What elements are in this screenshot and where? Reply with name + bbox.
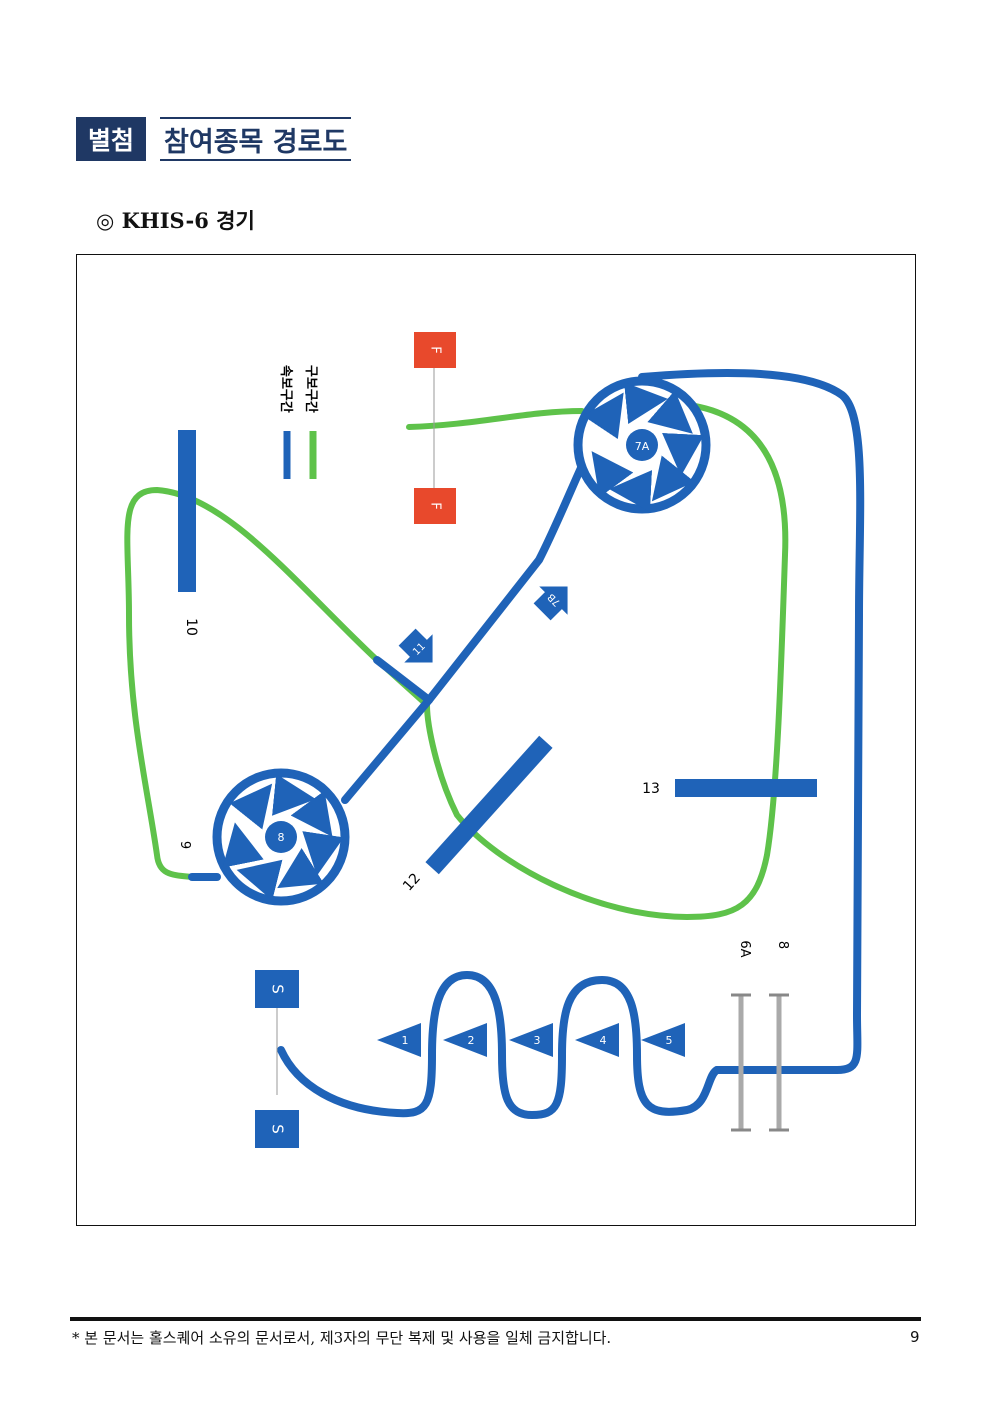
cone-2-label: 2 (468, 1034, 475, 1047)
pole-6a (731, 993, 751, 1132)
course-diagram: 7A 8 10 12 13 7B (124, 332, 865, 1148)
blue-route-outer (638, 369, 865, 1074)
cone-1: 1 (377, 1023, 421, 1057)
course-diagram-frame: 7A 8 10 12 13 7B (76, 254, 916, 1226)
cone-3: 3 (509, 1023, 553, 1057)
footer-divider (70, 1317, 921, 1321)
section-header: 별첨 참여종목 경로도 (76, 117, 352, 161)
cone-2: 2 (443, 1023, 487, 1057)
circle-8-label: 8 (278, 831, 285, 844)
cone-4-label: 4 (600, 1034, 607, 1047)
page-number: 9 (910, 1328, 920, 1346)
circle-8: 8 (212, 768, 350, 906)
label-9: 9 (177, 841, 192, 849)
cone-5-label: 5 (666, 1034, 673, 1047)
finish-flag-bottom-label: F (428, 502, 443, 509)
cone-3-label: 3 (534, 1034, 541, 1047)
appendix-badge: 별첨 (76, 117, 147, 161)
pole-8 (769, 993, 789, 1132)
obstacle-10 (178, 430, 196, 592)
label-8-pole: 8 (775, 941, 790, 949)
cone-5: 5 (641, 1023, 685, 1057)
obstacle-12 (425, 735, 553, 875)
legend-green-label: 구보구간 (303, 365, 319, 413)
circle-7a: 7A (573, 376, 711, 514)
finish-flag-top-label: F (428, 346, 443, 353)
arrow-11: 11 (398, 628, 433, 663)
blue-route-short (373, 656, 433, 704)
cone-4: 4 (575, 1023, 619, 1057)
start-marker-top: S (255, 970, 299, 1008)
start-marker-top-label: S (269, 984, 287, 994)
arrow-7b: 7B (533, 586, 568, 621)
label-6a: 6A (737, 940, 752, 957)
legend: 속보구간 구보구간 (278, 365, 319, 479)
green-route-upper (406, 408, 585, 430)
green-route-loop (124, 402, 789, 920)
legend-blue-label: 속보구간 (278, 365, 294, 413)
cone-1-label: 1 (402, 1034, 409, 1047)
finish-flag-top: F (414, 332, 456, 368)
blue-route-serpentine (277, 971, 721, 1119)
diagram-subtitle: ◎ KHIS-6 경기 (96, 208, 255, 233)
footer-notice: * 본 문서는 홀스퀘어 소유의 문서로서, 제3자의 무단 복제 및 사용을 … (72, 1329, 612, 1347)
circle-7a-label: 7A (635, 440, 650, 453)
start-marker-bottom-label: S (269, 1124, 287, 1134)
obstacle-12-label: 12 (400, 870, 424, 894)
finish-flag-bottom: F (414, 488, 456, 524)
obstacle-13-label: 13 (642, 781, 660, 797)
page-title: 참여종목 경로도 (160, 117, 352, 161)
start-marker-bottom: S (255, 1110, 299, 1148)
obstacle-10-label: 10 (183, 618, 199, 636)
obstacle-13 (675, 779, 817, 797)
